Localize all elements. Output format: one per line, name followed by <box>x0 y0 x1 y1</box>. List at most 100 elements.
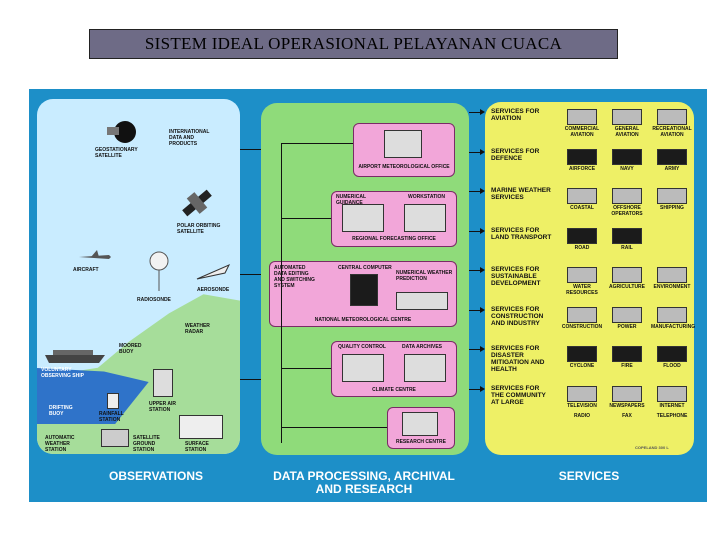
radiosonde-balloon-icon <box>149 251 169 291</box>
service-illustration <box>612 188 642 204</box>
moored-buoy-label: MOORED BUOY <box>119 343 142 355</box>
service-illustration <box>612 346 642 362</box>
connector-arrow <box>469 151 483 153</box>
aircraft-icon <box>79 250 111 259</box>
geo-satellite-label: GEOSTATIONARY SATELLITE <box>95 147 138 159</box>
arrowhead <box>480 188 485 194</box>
processing-panel: AIRPORT METEOROLOGICAL OFFICE NUMERICAL … <box>261 103 469 455</box>
service-illustration <box>567 346 597 362</box>
drifting-buoy-label: DRIFTING BUOY <box>49 405 73 417</box>
service-category-heading: SERVICES FOR SUSTAINABLE DEVELOPMENT <box>491 266 541 287</box>
service-category-heading: SERVICES FOR AVIATION <box>491 108 540 122</box>
regional-office-box: NUMERICAL GUIDANCE WORKSTATION REGIONAL … <box>331 191 457 247</box>
observations-panel: GEOSTATIONARY SATELLITE INTERNATIONAL DA… <box>37 99 240 454</box>
satellite-ground-label: SATELLITE GROUND STATION <box>133 435 160 453</box>
arrowhead <box>480 385 485 392</box>
service-item-label: FLOOD <box>663 363 681 369</box>
nwp-label: NUMERICAL WEATHER PREDICTION <box>396 270 453 282</box>
service-illustration <box>567 148 597 165</box>
service-illustration <box>657 267 687 283</box>
observations-heading: OBSERVATIONS <box>108 469 203 483</box>
aircraft-label: AIRCRAFT <box>73 267 99 273</box>
service-category-heading: SERVICES FOR CONSTRUCTION AND INDUSTRY <box>491 305 544 327</box>
service-illustration <box>567 306 597 323</box>
service-category-heading: SERVICES FOR THE COMMUNITY AT LARGE <box>491 384 546 406</box>
processing-heading: DATA PROCESSING, ARCHIVAL AND RESEARCH <box>273 469 455 496</box>
polar-satellite-icon <box>182 189 212 217</box>
service-item-label: NEWSPAPERS <box>609 402 645 409</box>
service-item-label: RADIO <box>573 412 591 419</box>
service-item-label: MANUFACTURING <box>651 323 696 330</box>
nmc-box: AUTOMATED DATA EDITING AND SWITCHING SYS… <box>269 261 457 327</box>
service-item-label: NAVY <box>620 165 634 172</box>
service-item-label: COMMERCIAL AVIATION <box>564 126 600 138</box>
arrowhead <box>480 306 485 313</box>
service-illustration <box>612 148 642 165</box>
connector-arrow <box>469 230 483 232</box>
service-item-label: ARMY <box>664 165 680 172</box>
service-item-label: RECREATIONAL AVIATION <box>652 126 692 138</box>
service-illustration <box>657 346 687 362</box>
central-computer-icon <box>350 274 378 306</box>
service-item-label: RAIL <box>621 244 633 251</box>
climate-centre-label: CLIMATE CENTRE <box>372 387 416 393</box>
connector-arrow <box>469 191 483 192</box>
service-illustration <box>567 385 597 402</box>
automated-system-label: AUTOMATED DATA EDITING AND SWITCHING SYS… <box>274 265 315 289</box>
polar-satellite-label: POLAR ORBITING SATELLITE <box>177 223 221 235</box>
service-illustration <box>567 109 597 125</box>
service-item-label: AGRICULTURE <box>608 284 645 290</box>
intl-data-label: INTERNATIONAL DATA AND PRODUCTS <box>169 129 210 147</box>
ship-icon <box>45 350 105 363</box>
upper-air-label: UPPER AIR STATION <box>149 401 177 413</box>
service-item-label: FIRE <box>621 363 633 369</box>
service-item-label: COASTAL <box>570 205 594 211</box>
service-illustration <box>612 385 642 402</box>
connector-arrow <box>240 274 262 275</box>
aerosonde-label: AEROSONDE <box>197 287 230 293</box>
service-illustration <box>612 109 642 125</box>
connector-arrow <box>469 388 483 390</box>
page-title: SISTEM IDEAL OPERASIONAL PELAYANAN CUACA <box>144 34 563 53</box>
service-illustration <box>612 267 642 283</box>
connector-arrow <box>469 349 483 350</box>
services-heading: SERVICES <box>558 469 620 483</box>
service-item-label: SHIPPING <box>660 205 684 211</box>
regional-image-1 <box>342 204 384 232</box>
arrowhead <box>480 227 485 234</box>
service-category-heading: SERVICES FOR LAND TRANSPORT <box>491 226 552 241</box>
workstation-label: WORKSTATION <box>408 194 446 200</box>
service-item-label: AIRFORCE <box>568 165 596 172</box>
central-computer-label: CENTRAL COMPUTER <box>338 265 392 271</box>
service-item-label: CONSTRUCTION <box>561 323 603 330</box>
service-illustration <box>657 385 687 402</box>
service-illustration <box>657 148 687 165</box>
ship-label: VOLUNTARY OBSERVING SHIP <box>41 367 84 379</box>
service-item-label: ENVIRONMENT <box>653 284 691 290</box>
upper-air-station-icon <box>153 369 173 397</box>
connector-arrow <box>469 112 483 113</box>
weather-system-diagram: GEOSTATIONARY SATELLITE INTERNATIONAL DA… <box>29 89 707 502</box>
climate-image-2 <box>404 354 446 382</box>
service-item-label: OFFSHORE OPERATORS <box>611 205 643 217</box>
connector-arrow <box>240 149 262 150</box>
connector-arrow <box>240 379 262 380</box>
airport-office-box: AIRPORT METEOROLOGICAL OFFICE <box>353 123 455 177</box>
regional-image-2 <box>404 204 446 232</box>
satellite-ground-station-icon <box>101 429 129 447</box>
airport-office-image <box>384 130 422 158</box>
service-item-label: ROAD <box>574 244 590 251</box>
rain-gauge-icon <box>107 393 119 409</box>
flow-line <box>281 143 353 144</box>
surface-station-label: SURFACE STATION <box>185 441 209 453</box>
arrowhead <box>480 148 485 155</box>
rainfall-label: RAINFALL STATION <box>99 411 124 423</box>
services-panel: SERVICES FOR AVIATION COMMERCIAL AVIATION… <box>485 102 696 455</box>
service-illustration <box>657 188 687 204</box>
numerical-guidance-label: NUMERICAL GUIDANCE <box>336 194 366 206</box>
flow-line <box>281 368 331 369</box>
airport-office-label: AIRPORT METEOROLOGICAL OFFICE <box>358 164 450 170</box>
service-item-label: POWER <box>617 323 637 330</box>
service-category-heading: SERVICES FOR DEFENCE <box>491 147 540 162</box>
service-illustration <box>612 306 642 323</box>
